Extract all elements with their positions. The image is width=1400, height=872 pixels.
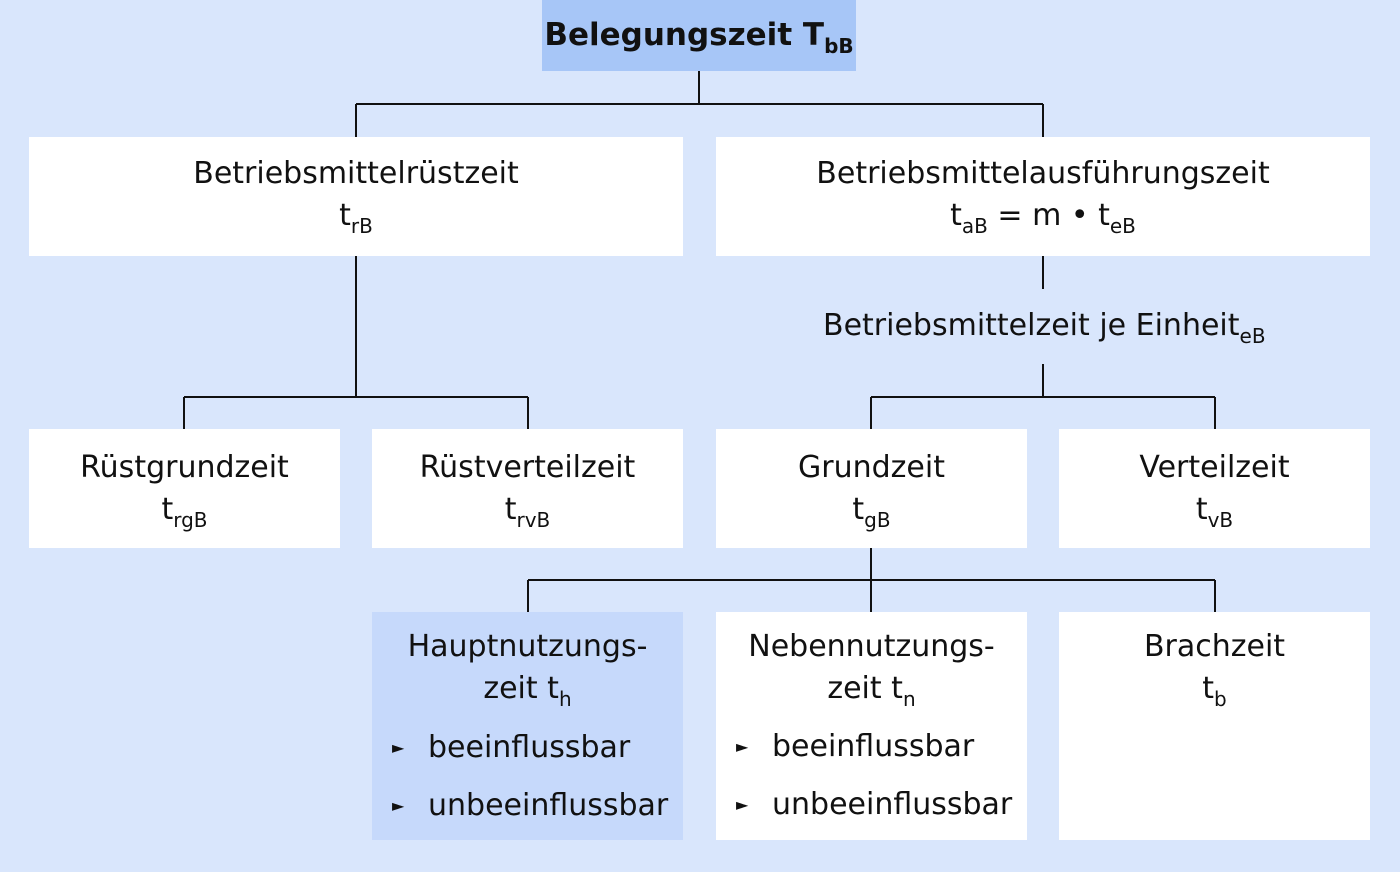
nebennutzungszeit-symbol: zeit tn: [827, 671, 916, 711]
arrow-right-icon: ►: [736, 737, 749, 756]
arrow-right-icon: ►: [392, 796, 405, 815]
hauptnutzungszeit-bullet-1: ►beeinflussbar: [392, 728, 630, 768]
grundzeit-label: Grundzeit: [798, 450, 945, 485]
nebennutzungszeit-bullet-2: ►unbeeinflussbar: [736, 785, 1012, 825]
ruestgrundzeit-box: Rüstgrundzeit trgB: [29, 429, 340, 548]
verteilzeit-box: Verteilzeit tvB: [1059, 429, 1370, 548]
ruestverteilzeit-symbol: trvB: [504, 492, 551, 532]
einheit-label: Betriebsmittelzeit je EinheiteB: [823, 308, 1266, 348]
ausfuehrungszeit-label: Betriebsmittelausführungszeit: [816, 156, 1270, 191]
nebennutzungszeit-box: Nebennutzungs- zeit tn ►beeinflussbar ►u…: [716, 612, 1027, 840]
grundzeit-box: Grundzeit tgB: [716, 429, 1027, 548]
hauptnutzungszeit-box: Hauptnutzungs- zeit th ►beeinflussbar ►u…: [372, 612, 683, 840]
arrow-right-icon: ►: [392, 738, 405, 757]
belegungszeit-label: Belegungszeit TbB: [544, 17, 854, 58]
hauptnutzungszeit-bullet-2: ►unbeeinflussbar: [392, 786, 668, 826]
belegungszeit-box: Belegungszeit TbB: [542, 0, 856, 71]
nebennutzungszeit-label: Nebennutzungs-: [748, 629, 995, 664]
ruestverteilzeit-label: Rüstverteilzeit: [419, 450, 636, 485]
connector-ruestzeit: [183, 256, 529, 429]
brachzeit-box: Brachzeit tb: [1059, 612, 1370, 840]
ausfuehrungszeit-formula: taB = m • teB: [950, 198, 1136, 238]
connector-grundzeit: [527, 548, 1216, 612]
ruestzeit-symbol: trB: [339, 198, 373, 238]
verteilzeit-label: Verteilzeit: [1139, 450, 1290, 485]
connector-root: [355, 71, 1044, 137]
brachzeit-label: Brachzeit: [1143, 629, 1286, 664]
arrow-right-icon: ►: [736, 795, 749, 814]
ausfuehrungszeit-box: Betriebsmittelausführungszeit taB = m • …: [716, 137, 1370, 256]
ruestzeit-box: Betriebsmittelrüstzeit trB: [29, 137, 683, 256]
connector-einheit: [870, 364, 1216, 429]
hauptnutzungszeit-symbol: zeit th: [483, 671, 572, 711]
grundzeit-symbol: tgB: [852, 492, 891, 532]
verteilzeit-symbol: tvB: [1195, 492, 1234, 532]
brachzeit-symbol: tb: [1202, 671, 1227, 711]
ruestzeit-label: Betriebsmittelrüstzeit: [193, 156, 519, 191]
hauptnutzungszeit-label: Hauptnutzungs-: [407, 629, 648, 664]
nebennutzungszeit-bullet-1: ►beeinflussbar: [736, 727, 974, 767]
ruestgrundzeit-label: Rüstgrundzeit: [80, 450, 289, 485]
ruestgrundzeit-symbol: trgB: [161, 492, 208, 532]
ruestverteilzeit-box: Rüstverteilzeit trvB: [372, 429, 683, 548]
